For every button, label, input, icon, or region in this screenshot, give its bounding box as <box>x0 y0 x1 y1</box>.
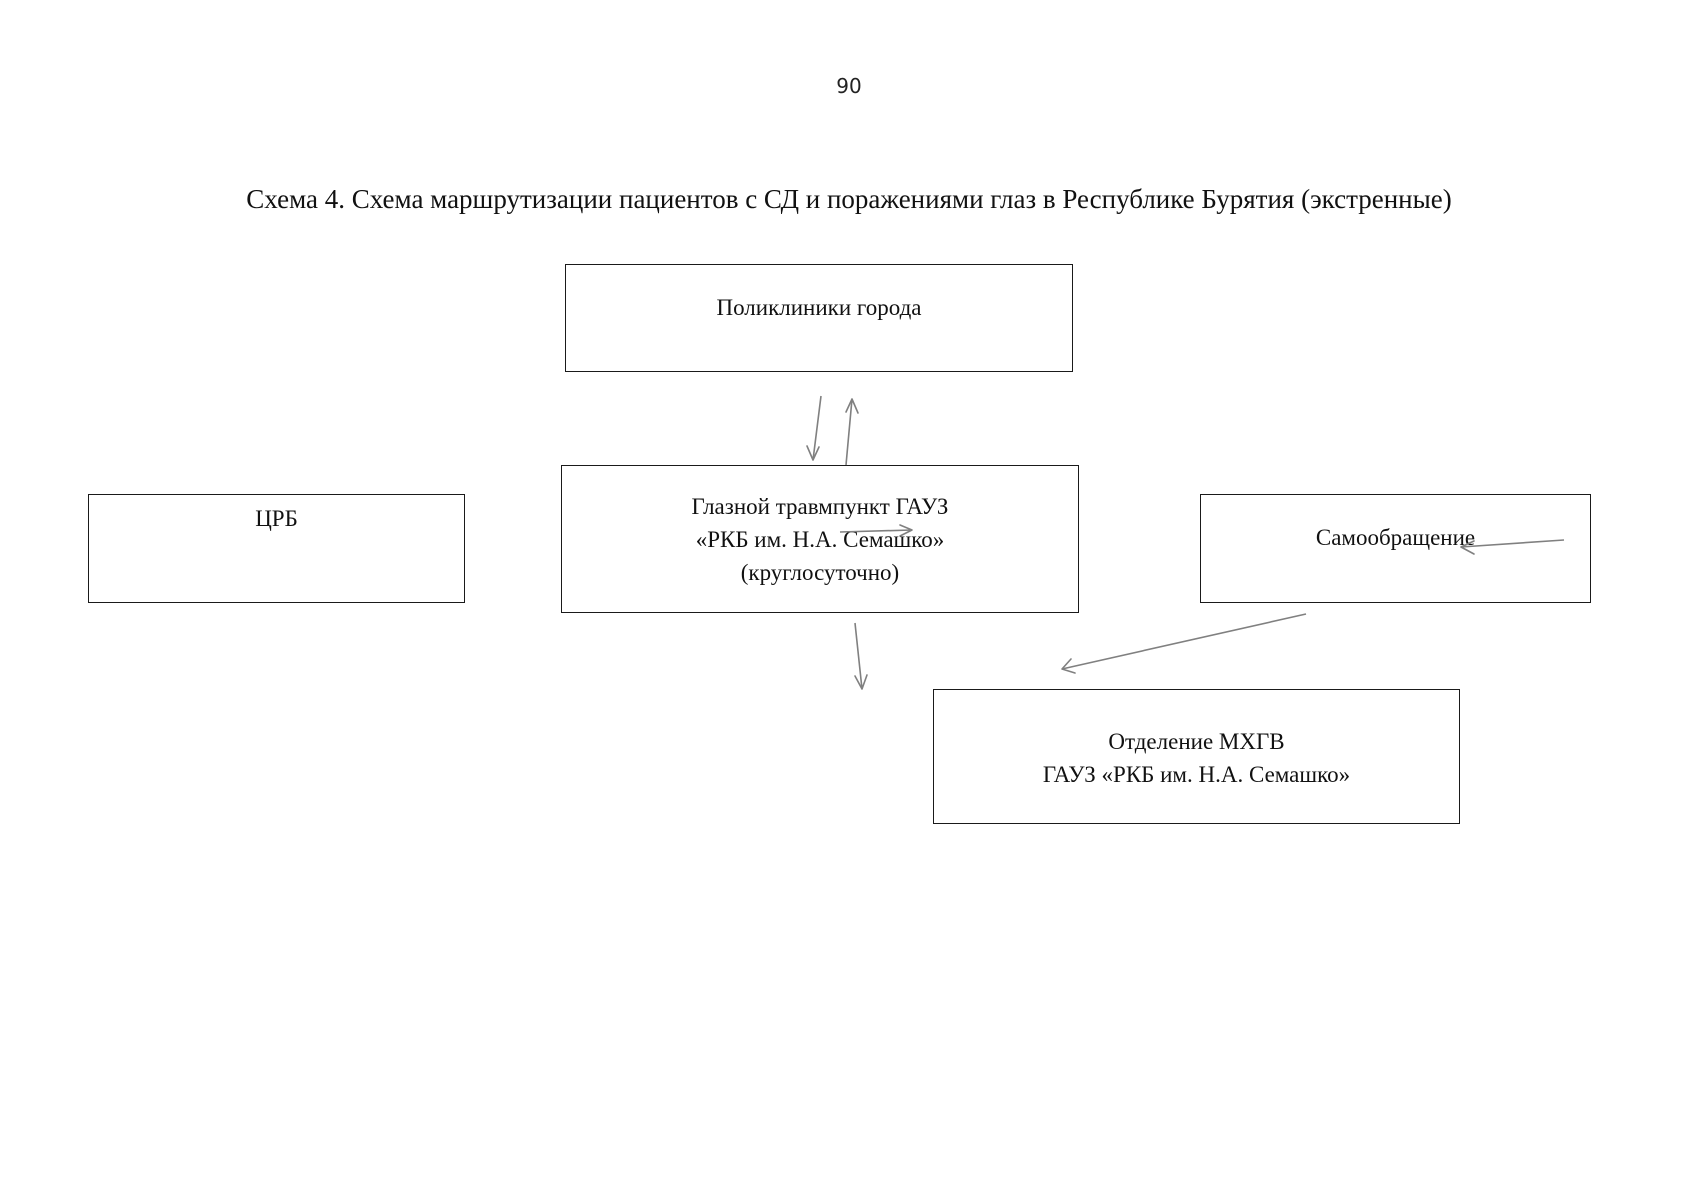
node-mhgv-department: Отделение МХГВ ГАУЗ «РКБ им. Н.А. Семашк… <box>933 689 1460 824</box>
node-city-clinics: Поликлиники города <box>565 264 1073 372</box>
node-eye-trauma-center-line-2: «РКБ им. Н.А. Семашко» <box>695 527 945 552</box>
arrow-trauma-down <box>854 622 868 690</box>
node-self-referral-label: Самообращение <box>1315 525 1476 550</box>
node-mhgv-department-line-2: ГАУЗ «РКБ им. Н.А. Семашко» <box>1042 762 1351 787</box>
page-number: 90 <box>836 74 862 98</box>
diagram-title: Схема 4. Схема маршрутизации пациентов с… <box>246 184 1452 214</box>
node-eye-trauma-center: Глазной травмпункт ГАУЗ «РКБ им. Н.А. Се… <box>561 465 1079 613</box>
node-eye-trauma-center-line-3: (круглосуточно) <box>740 560 900 585</box>
node-crb: ЦРБ <box>88 494 465 603</box>
node-eye-trauma-center-line-1: Глазной травмпункт ГАУЗ <box>691 494 949 519</box>
arrow-self-referral-to-mhgv <box>1061 613 1307 674</box>
arrow-clinics-to-trauma <box>806 395 822 461</box>
node-crb-label: ЦРБ <box>255 506 298 531</box>
node-city-clinics-label: Поликлиники города <box>716 295 922 320</box>
node-self-referral: Самообращение <box>1200 494 1591 603</box>
node-mhgv-department-line-1: Отделение МХГВ <box>1108 729 1285 754</box>
arrow-trauma-to-clinics <box>845 398 859 466</box>
